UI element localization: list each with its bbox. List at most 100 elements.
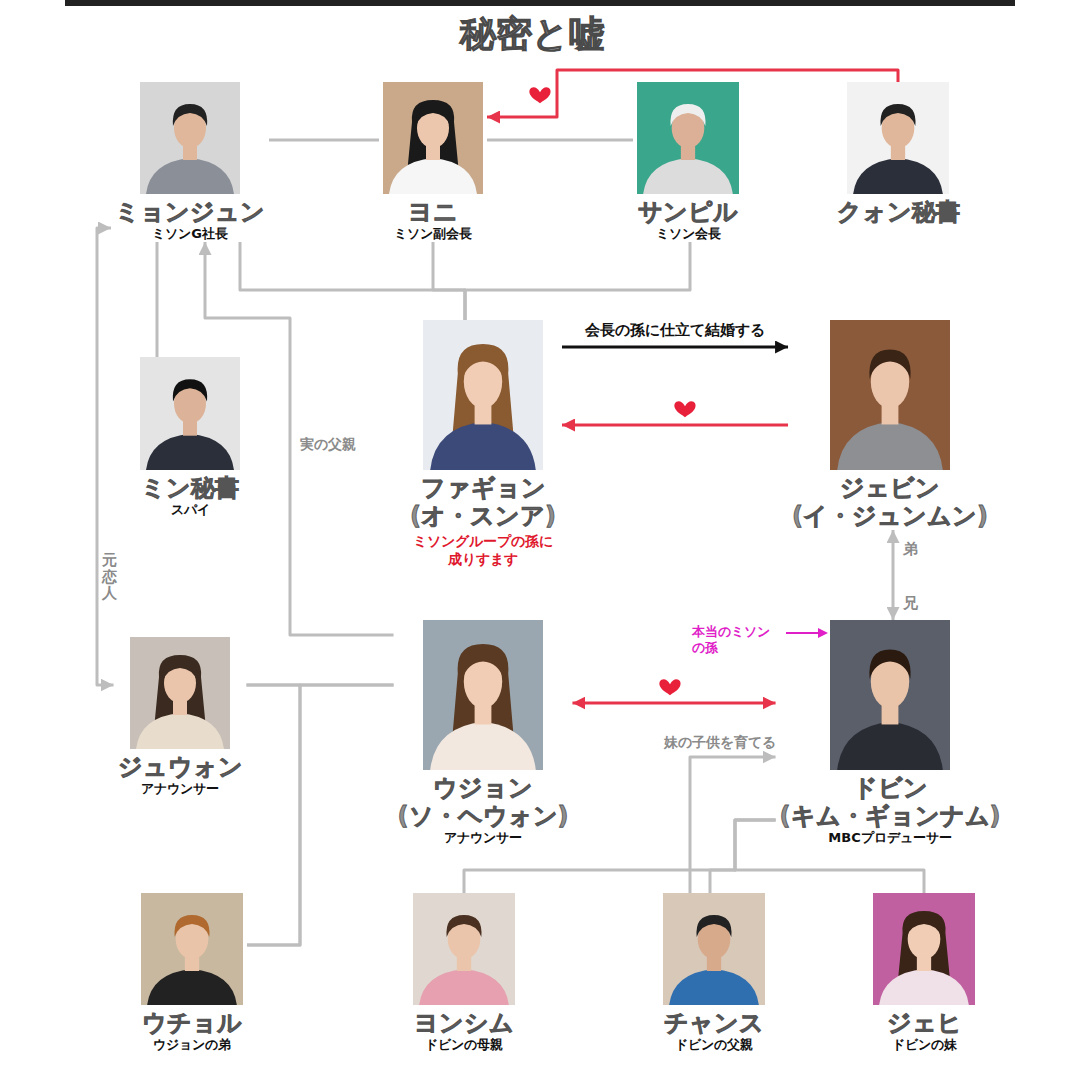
character-name: (オ・スンア) [404,502,562,530]
relation-connector [562,424,788,427]
character-role: MBCプロデューサー [776,830,1005,846]
hair [869,649,910,678]
portrait-photo [830,320,950,470]
character-name: ヨンシム [409,1009,519,1037]
hair [174,915,209,937]
portrait-photo [423,320,543,470]
character-role: ドビンの父親 [659,1037,769,1053]
hair [173,379,207,401]
character-name: ウチョル [137,1009,247,1037]
character-card: ファギョン(オ・スンア)ミソングループの孫に 成りすます [404,320,562,568]
clothes [853,158,943,194]
clothes [419,969,509,1005]
character-role: ミソン会長 [633,226,743,242]
hair [416,104,450,126]
heart-symbol [674,401,695,417]
hair [906,915,941,937]
clothes [136,713,224,749]
portrait-photo [873,893,975,1005]
character-role: ミソンG社長 [111,226,269,242]
portrait-photo [413,893,515,1005]
relation-connector [710,820,776,893]
portrait-photo [140,357,240,470]
photo-ground [130,637,230,749]
portrait-photo [847,82,949,194]
photo-ground [637,82,739,194]
character-role: ミソン副会長 [379,226,487,242]
character-role: スパイ [136,502,244,518]
hair [446,915,481,937]
character-name: ジェビン [788,474,992,502]
clothes [389,158,477,194]
character-name: (ソ・ヘウォン) [394,802,573,830]
character-card: ミョンジュンミソンG社長 [111,82,269,242]
character-card: チャンスドビンの父親 [659,893,769,1053]
relation-label: 妹の子供を育てる [662,734,778,751]
clothes [837,722,943,770]
clothes [643,158,733,194]
character-name: クォン秘書 [833,198,964,226]
character-name: チャンス [659,1009,769,1037]
character-name: (イ・ジュンムン) [788,502,992,530]
portrait-photo [423,620,543,770]
relation-connector [433,242,465,320]
clothes [430,422,536,470]
photo-ground [847,82,949,194]
character-card: ウジョン(ソ・ヘウォン)アナウンサー [394,620,573,846]
character-card: ヨニミソン副会長 [379,82,487,242]
clothes [669,969,759,1005]
hair [696,915,731,937]
hair [462,349,503,378]
photo-ground [140,357,240,470]
top-bar [65,0,1015,6]
character-name: ミョンジュン [111,198,269,226]
character-card: ミン秘書スパイ [136,357,244,518]
portrait-photo [141,893,243,1005]
character-card: クォン秘書 [833,82,964,226]
photo-ground [830,620,950,770]
character-role: アナウンサー [114,781,247,797]
hair [670,104,705,126]
clothes [879,969,969,1005]
character-name: (キム・ギョンナム) [776,802,1005,830]
photo-ground [663,893,765,1005]
relation-label: 実の父親 [298,436,358,453]
hair [869,349,910,378]
clothes [146,158,234,194]
character-name: ジュウォン [114,753,247,781]
leader-line [786,632,820,634]
character-name: ウジョン [394,774,573,802]
leader-arrowhead [818,628,828,638]
photo-ground [423,620,543,770]
heart-symbol [659,679,680,695]
role-note: ミソングループの孫に 成りすます [408,532,558,568]
character-name: ジェヒ [869,1009,979,1037]
callout-note: 本当のミソン の孫 [692,624,778,656]
character-name: ドビン [776,774,1005,802]
relation-connector [269,139,379,142]
portrait-photo [830,620,950,770]
hair [462,649,503,678]
relation-connector [690,757,776,893]
character-card: ジェビン(イ・ジュンムン) [788,320,992,530]
relation-label: 元恋人 [102,552,117,602]
portrait-photo [140,82,240,194]
character-card: ウチョルウジョンの弟 [137,893,247,1053]
clothes [837,422,943,470]
character-card: ドビン(キム・ギョンナム)MBCプロデューサー [776,620,1005,846]
portrait-photo [663,893,765,1005]
relation-connector [247,685,394,945]
photo-ground [413,893,515,1005]
relation-connector [156,242,159,357]
hair [880,104,915,126]
chart-title: 秘密と嘘 [332,12,732,56]
portrait-photo [637,82,739,194]
clothes [430,722,536,770]
character-card: ヨンシムドビンの母親 [409,893,519,1053]
relation-label: 会長の孫に仕立て結婚する [583,322,767,339]
character-role: ドビンの母親 [409,1037,519,1053]
portrait-photo [383,82,483,194]
photo-ground [141,893,243,1005]
portrait-photo [130,637,230,749]
